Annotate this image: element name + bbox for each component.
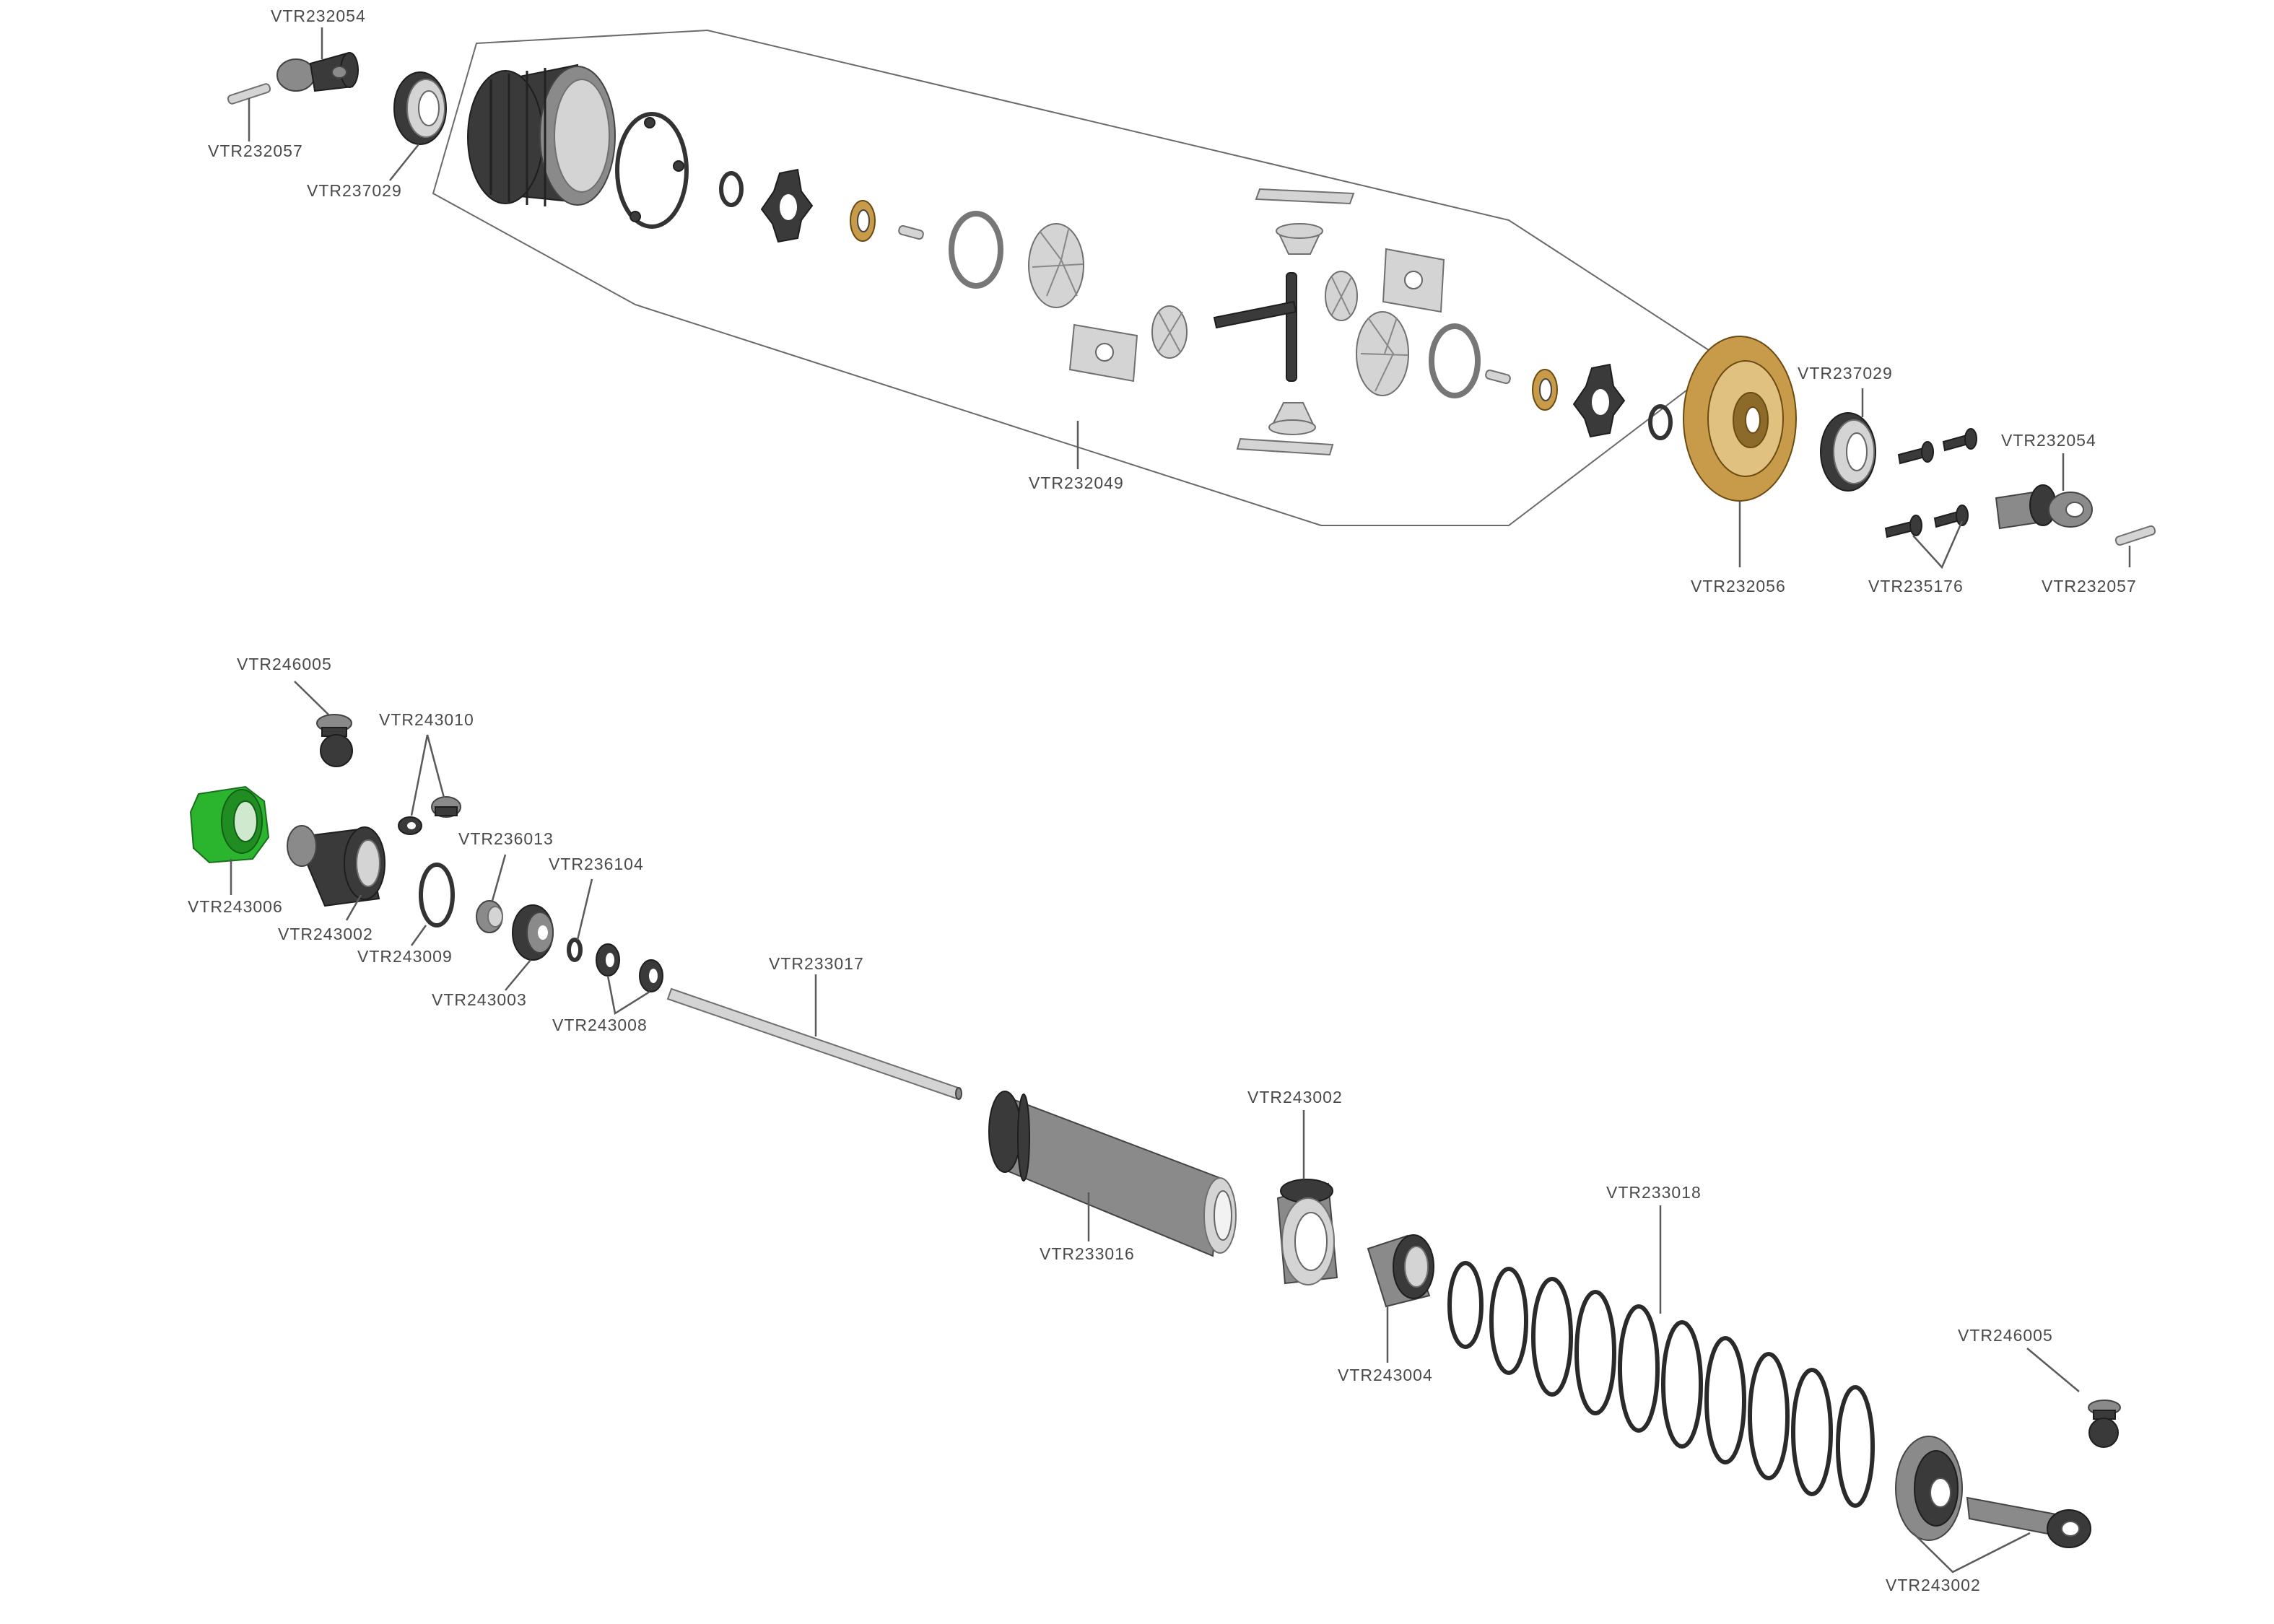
- label-vtr246005-left: VTR246005: [237, 655, 332, 673]
- leader-vtr237029-left: [389, 144, 419, 181]
- shaft-bushing: [512, 904, 554, 961]
- ball-end-top-left: [316, 714, 353, 767]
- leader-vtr243002-right: [1912, 1532, 2031, 1573]
- label-vtr243003: VTR243003: [432, 990, 527, 1009]
- collar-nut: [476, 900, 503, 933]
- shock-shaft: [666, 987, 962, 1100]
- outdrive-right: [1995, 484, 2093, 530]
- small-o-ring: [567, 938, 583, 962]
- shock-cap: [287, 825, 385, 907]
- screw-top-2: [1942, 428, 1977, 452]
- leader-vtr243010: [410, 734, 445, 816]
- diff-kit-outline: [432, 29, 1727, 526]
- ring-gear-gold: [1683, 336, 1797, 502]
- leader-vtr246005-right: [2026, 1348, 2080, 1392]
- ball-end-right: [2088, 1400, 2121, 1448]
- leader-vtr236013: [491, 854, 507, 902]
- label-vtr232054-left: VTR232054: [271, 6, 366, 25]
- label-vtr246005-right: VTR246005: [1958, 1326, 2053, 1345]
- label-vtr243008: VTR243008: [552, 1016, 648, 1034]
- pin-mid-right: [1485, 369, 1511, 385]
- label-vtr243009: VTR243009: [357, 947, 453, 966]
- diff-case: [467, 64, 616, 206]
- shaft-seal-1: [596, 943, 620, 977]
- green-adjuster-nut: [189, 785, 270, 864]
- shim-plate-top: [1255, 188, 1355, 205]
- spring-cup-upper: [1276, 1179, 1338, 1285]
- piston: [1367, 1234, 1434, 1308]
- pin-right: [2114, 525, 2156, 546]
- outdrive-left: [276, 52, 359, 92]
- rod-end: [1966, 1496, 2091, 1548]
- label-vtr232056: VTR232056: [1691, 577, 1786, 595]
- cross-joint-left: [760, 168, 814, 243]
- gold-washer-left: [850, 200, 876, 242]
- bevel-gear-right: [1356, 311, 1409, 396]
- bevel-gear-mid-right: [1325, 271, 1358, 321]
- shock-assembly: VTR246005 VTR243010 VTR236013 VTR236104 …: [188, 655, 2121, 1594]
- leader-vtr243008: [606, 975, 650, 1016]
- shock-body: [988, 1091, 1237, 1257]
- bevel-gear-left: [1028, 223, 1084, 308]
- leader-vtr236104: [576, 878, 593, 940]
- label-vtr232057-right: VTR232057: [2042, 577, 2137, 595]
- label-vtr237029-right: VTR237029: [1798, 364, 1893, 383]
- cross-shaft-vertical: [1286, 272, 1297, 382]
- leader-vtr243003: [505, 959, 531, 991]
- label-vtr232049: VTR232049: [1029, 473, 1124, 492]
- label-vtr233018: VTR233018: [1606, 1183, 1702, 1202]
- spring-cup-lower: [1895, 1436, 1963, 1541]
- label-vtr243006: VTR243006: [188, 897, 283, 916]
- label-vtr243002-right: VTR243002: [1886, 1576, 1981, 1594]
- bevel-gear-center: [1151, 305, 1188, 359]
- small-nut-2: [431, 796, 461, 818]
- label-vtr236104: VTR236104: [549, 855, 644, 873]
- label-vtr243002-left: VTR243002: [278, 925, 373, 943]
- small-nut-1: [398, 816, 422, 835]
- shim-left: [949, 211, 1003, 289]
- shaft-seal-2: [639, 959, 663, 992]
- leader-vtr243002-left: [345, 894, 362, 921]
- label-vtr243004: VTR243004: [1338, 1366, 1433, 1384]
- bevel-gear-top: [1276, 223, 1323, 255]
- label-vtr243010: VTR243010: [379, 710, 474, 729]
- screw-top-1: [1897, 441, 1934, 465]
- shim-plate-bottom: [1236, 437, 1334, 456]
- label-vtr232057-left: VTR232057: [208, 141, 303, 160]
- o-ring-shock: [419, 863, 455, 927]
- label-vtr232054-right: VTR232054: [2001, 431, 2096, 450]
- label-vtr233017: VTR233017: [769, 954, 864, 973]
- leader-vtr235176: [1912, 520, 1964, 569]
- cross-shaft-horizontal: [1213, 300, 1297, 329]
- o-ring-left: [719, 171, 744, 207]
- coil-spring: [1447, 1261, 1875, 1508]
- shim-right: [1429, 323, 1481, 398]
- cross-joint-right: [1572, 363, 1626, 438]
- cross-plate-right: [1382, 248, 1445, 313]
- leader-vtr243009: [410, 925, 427, 946]
- bevel-gear-bottom: [1268, 402, 1316, 435]
- gold-washer-right: [1532, 369, 1558, 411]
- bearing-left: [393, 71, 447, 145]
- label-vtr243002-mid: VTR243002: [1247, 1088, 1343, 1106]
- differential-assembly: VTR232054 VTR232057 VTR237029 VTR232049 …: [208, 6, 2156, 595]
- pin-mid-left: [898, 224, 924, 240]
- diff-gasket: [615, 112, 689, 229]
- label-vtr237029-left: VTR237029: [307, 181, 402, 200]
- bearing-right: [1820, 412, 1876, 492]
- label-vtr236013: VTR236013: [458, 829, 554, 848]
- label-vtr235176: VTR235176: [1868, 577, 1964, 595]
- screw-bottom-1: [1884, 515, 1922, 538]
- o-ring-right: [1648, 404, 1673, 440]
- screw-bottom-2: [1933, 505, 1969, 528]
- cross-plate-left: [1068, 323, 1138, 383]
- leader-vtr246005-left: [294, 681, 329, 715]
- pin-left: [227, 83, 271, 105]
- label-vtr233016: VTR233016: [1040, 1244, 1135, 1263]
